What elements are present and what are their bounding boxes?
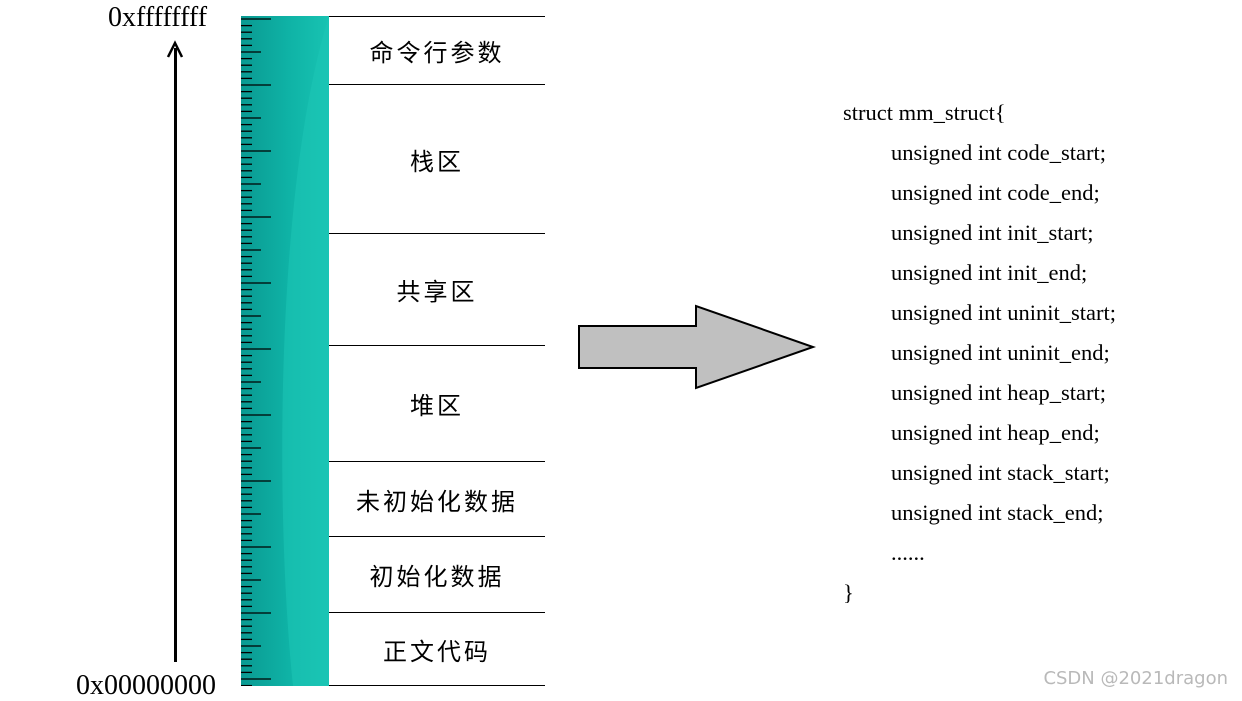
code-field: unsigned int heap_start; — [891, 380, 1106, 405]
code-ellipsis: ...... — [891, 540, 925, 565]
high-address-label: 0xffffffff — [108, 2, 208, 33]
code-field: unsigned int heap_end; — [891, 420, 1100, 445]
region-initialized-data: 初始化数据 — [329, 536, 545, 612]
address-growth-arrow-shaft — [174, 48, 177, 662]
code-field: unsigned int uninit_end; — [891, 340, 1110, 365]
address-growth-arrow-head — [166, 40, 184, 58]
mm-struct-code: struct mm_struct{ unsigned int code_star… — [843, 93, 1116, 613]
memory-layout: 命令行参数 栈区 共享区 堆区 未初始化数据 初始化数据 正文代码 — [329, 16, 545, 686]
regions-bottom-border — [329, 685, 545, 686]
code-field: unsigned int stack_start; — [891, 460, 1110, 485]
code-field: unsigned int code_start; — [891, 140, 1106, 165]
region-stack: 栈区 — [329, 84, 545, 233]
code-footer: } — [843, 580, 854, 605]
region-uninitialized-data: 未初始化数据 — [329, 461, 545, 536]
code-field: unsigned int stack_end; — [891, 500, 1104, 525]
watermark: CSDN @2021dragon — [1043, 668, 1228, 689]
code-field: unsigned int init_start; — [891, 220, 1094, 245]
code-header: struct mm_struct{ — [843, 100, 1006, 125]
address-ruler — [241, 16, 329, 686]
mapping-arrow — [578, 304, 817, 390]
low-address-label: 0x00000000 — [76, 670, 216, 701]
code-field: unsigned int init_end; — [891, 260, 1088, 285]
code-field: unsigned int code_end; — [891, 180, 1100, 205]
code-field: unsigned int uninit_start; — [891, 300, 1116, 325]
region-command-line-args: 命令行参数 — [329, 16, 545, 84]
region-shared: 共享区 — [329, 233, 545, 345]
region-heap: 堆区 — [329, 345, 545, 461]
region-text-code: 正文代码 — [329, 612, 545, 686]
